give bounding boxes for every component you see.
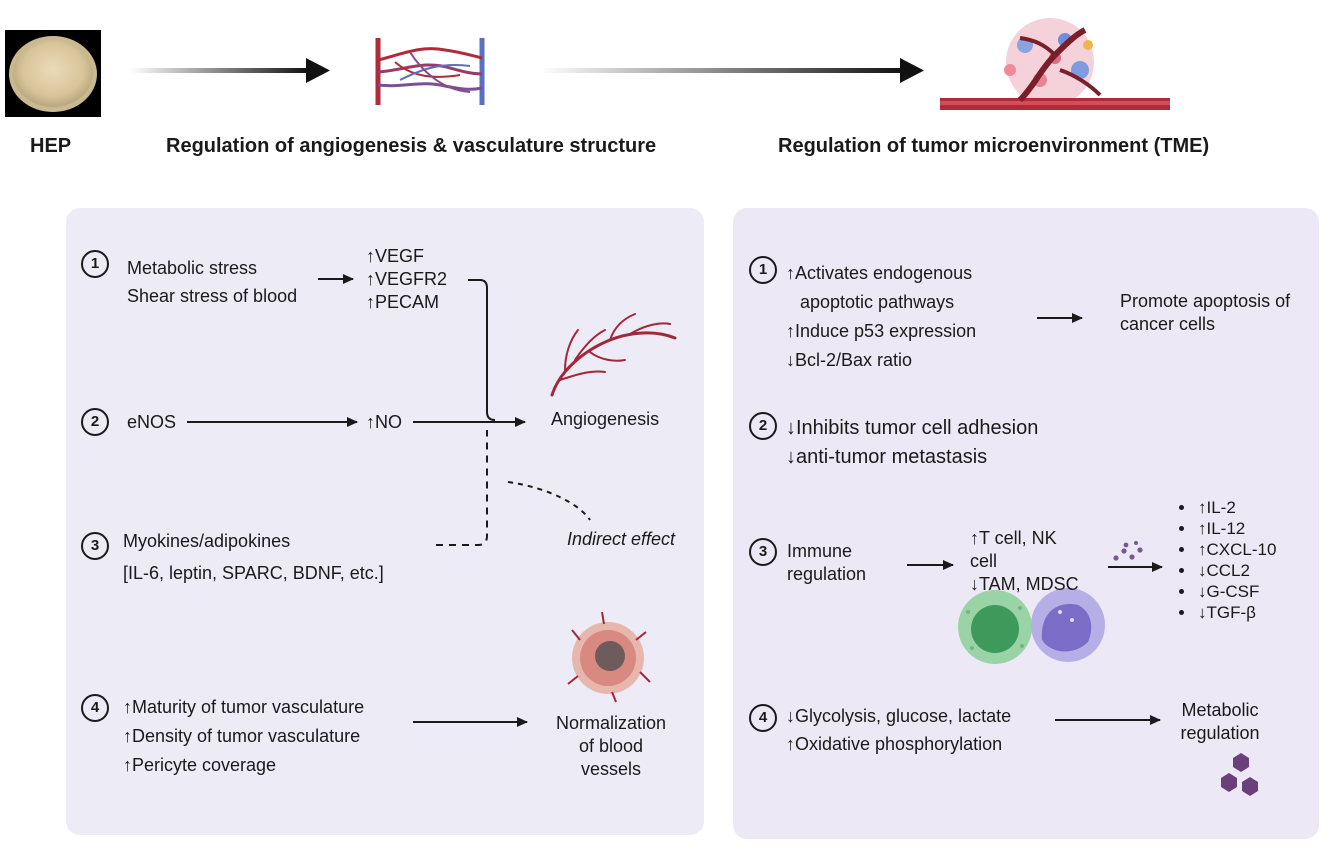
- s1-vegfr2: ↑VEGFR2: [366, 269, 448, 289]
- s4-pericyte: ↑Pericyte coverage: [123, 755, 277, 775]
- cytokine-item: ↑IL-12: [1196, 518, 1276, 539]
- r-s2-line1: ↓Inhibits tumor cell adhesion: [786, 417, 1039, 439]
- immune-line2: regulation: [787, 564, 867, 584]
- r-s4-line1: ↓Glycolysis, glucose, lactate: [786, 706, 1012, 726]
- normalization-line1: Normalization: [555, 713, 667, 733]
- normalization-line2: of blood: [578, 736, 644, 756]
- r-s4-line2: ↑Oxidative phosphorylation: [786, 734, 1003, 754]
- s1-pecam: ↑PECAM: [366, 292, 440, 312]
- cells-line2: cell: [970, 551, 998, 571]
- s1-metabolic-stress: Metabolic stress: [127, 258, 258, 278]
- angiogenesis-label: Angiogenesis: [551, 409, 660, 429]
- hep-label: HEP: [30, 135, 72, 157]
- r-s2-line2: ↓anti-tumor metastasis: [786, 446, 988, 468]
- powder-dish-icon: [9, 36, 97, 112]
- metabolic-out-line2: regulation: [1180, 723, 1260, 743]
- r-s1-line3: ↑Induce p53 expression: [786, 321, 977, 341]
- step-number-left-1: 1: [81, 250, 109, 278]
- immune-line1: Immune: [787, 541, 853, 561]
- normalization-line3: vessels: [580, 759, 642, 779]
- apoptosis-out-line2: cancer cells: [1120, 314, 1216, 334]
- angiogenesis-title: Regulation of angiogenesis & vasculature…: [166, 135, 657, 157]
- header-arrow-2: [540, 58, 924, 83]
- tme-title: Regulation of tumor microenvironment (TM…: [778, 135, 1210, 157]
- s1-vegf: ↑VEGF: [366, 246, 425, 266]
- step-number-right-1: 1: [749, 256, 777, 284]
- angiogenesis-panel: [66, 208, 704, 835]
- apoptosis-out-line1: Promote apoptosis of: [1120, 291, 1291, 311]
- s3-examples: [IL-6, leptin, SPARC, BDNF, etc.]: [123, 563, 384, 583]
- step-number-right-2: 2: [749, 412, 777, 440]
- cells-line3: ↓TAM, MDSC: [970, 574, 1079, 594]
- capillary-network-icon: [375, 38, 485, 105]
- s3-myokines: Myokines/adipokines: [123, 531, 291, 551]
- r-s1-line4: ↓Bcl-2/Bax ratio: [786, 350, 913, 370]
- tme-panel: [733, 208, 1319, 839]
- cytokine-item: ↑IL-2: [1196, 497, 1276, 518]
- cytokine-item: ↓CCL2: [1196, 560, 1276, 581]
- metabolic-out-line1: Metabolic: [1181, 700, 1259, 720]
- step-number-left-3: 3: [81, 532, 109, 560]
- s2-no: ↑NO: [366, 412, 402, 432]
- cytokine-list: ↑IL-2 ↑IL-12 ↑CXCL-10 ↓CCL2 ↓G-CSF ↓TGF-…: [1180, 497, 1276, 623]
- s1-shear-stress: Shear stress of blood: [127, 286, 298, 306]
- step-number-left-4: 4: [81, 694, 109, 722]
- header-arrow-1: [130, 58, 330, 83]
- cytokine-item: ↑CXCL-10: [1196, 539, 1276, 560]
- cytokine-item: ↓G-CSF: [1196, 581, 1276, 602]
- hep-powder-image: [5, 30, 101, 117]
- step-number-right-4: 4: [749, 704, 777, 732]
- cytokine-item: ↓TGF-β: [1196, 602, 1276, 623]
- indirect-effect-label: Indirect effect: [567, 529, 676, 549]
- s2-enos: eNOS: [127, 412, 177, 432]
- step-number-left-2: 2: [81, 408, 109, 436]
- r-s1-line2: apoptotic pathways: [800, 292, 955, 312]
- s4-density: ↑Density of tumor vasculature: [123, 726, 361, 746]
- r-s1-line1: ↑Activates endogenous: [786, 263, 973, 283]
- s4-maturity: ↑Maturity of tumor vasculature: [123, 697, 365, 717]
- step-number-right-3: 3: [749, 538, 777, 566]
- cells-line1: ↑T cell, NK: [970, 528, 1057, 548]
- tumor-vessel-icon: [940, 18, 1170, 110]
